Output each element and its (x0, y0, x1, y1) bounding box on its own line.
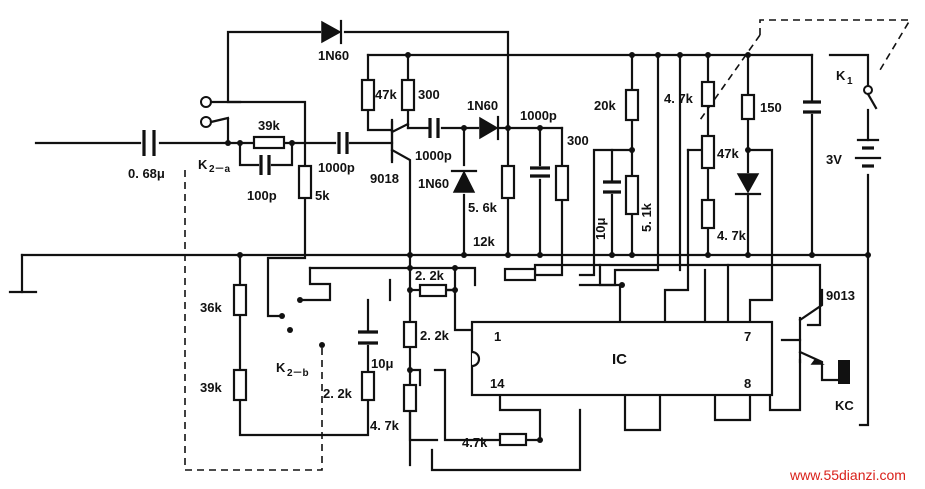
resistor-4-7k-b (700, 198, 716, 230)
cap-right (803, 100, 821, 114)
ic-pin-1: 1 (494, 329, 501, 344)
label-c-100p: 100p (247, 188, 277, 203)
ic-pin-14: 14 (490, 376, 505, 391)
resistor-36k (232, 283, 248, 317)
ic-pin-7: 7 (744, 329, 751, 344)
junctions (225, 52, 871, 443)
resistor-12k (500, 164, 516, 200)
electrolytic-10u-b (358, 330, 378, 345)
ic-name: IC (612, 351, 627, 368)
battery-3v (854, 138, 882, 168)
switch-k2b-contacts (279, 297, 325, 348)
label-r-47k-b: 47k (717, 146, 739, 161)
label-c-input: 0. 68μ (128, 166, 165, 181)
label-k1-sub: 1 (847, 76, 853, 87)
cap-1000p-b (428, 118, 440, 138)
wiring (8, 30, 870, 472)
label-r-2-2k-a: 2. 2k (415, 268, 445, 283)
transistor-9013 (798, 316, 825, 365)
resistor-39k-top (252, 135, 286, 150)
label-r-4-7k-a: 4. 7k (664, 91, 694, 106)
label-k2a: K (198, 157, 208, 172)
component-labels: 0. 68μ K 2－a 39k 100p 5k 1000p 9018 47k … (128, 48, 855, 450)
diode-led (734, 173, 762, 196)
resistor-2-2k-c (360, 370, 376, 402)
label-r-36k: 36k (200, 300, 222, 315)
resistor-5k (297, 164, 313, 200)
resistor-top-mid (503, 267, 537, 282)
diode-1n60-top (321, 19, 343, 45)
relay-kc (838, 360, 850, 384)
resistor-300-a (400, 78, 416, 112)
label-k2a-sub: 2－a (209, 164, 231, 175)
input-capacitor (142, 130, 156, 156)
resistor-20k (624, 88, 640, 122)
resistor-2-2k-a (418, 283, 448, 298)
cap-100p (259, 155, 271, 175)
ic-labels: IC 1 7 14 8 (490, 329, 751, 391)
label-relay-kc: KC (835, 398, 854, 413)
label-r-4-7k-c: 4. 7k (370, 418, 400, 433)
label-r-2-2k-b: 2. 2k (420, 328, 450, 343)
label-r-2-2k-c: 2. 2k (323, 386, 353, 401)
resistor-47k-a (360, 78, 376, 112)
switch-k2a-contacts (200, 96, 242, 128)
resistor-47k-b (700, 134, 716, 170)
label-battery-3v: 3V (826, 152, 842, 167)
label-r-39k-top: 39k (258, 118, 280, 133)
label-c-1000p-a: 1000p (318, 160, 355, 175)
label-transistor-9018: 9018 (370, 171, 399, 186)
label-r-300-a: 300 (418, 87, 440, 102)
resistor-4-7k-a (700, 80, 716, 108)
label-diode-1n60-zener: 1N60 (418, 176, 449, 191)
label-c-1000p-b: 1000p (415, 148, 452, 163)
resistor-4-7k-c (402, 383, 418, 413)
ic-package (470, 320, 774, 397)
label-r-12k: 12k (473, 234, 495, 249)
resistor-39k-left (232, 368, 248, 402)
resistor-300-b (554, 164, 570, 202)
electrolytic-10u-a (603, 180, 621, 194)
label-r-4-7k-d: 4.7k (462, 435, 488, 450)
label-r-150: 150 (760, 100, 782, 115)
resistor-4-7k-d (498, 432, 528, 447)
label-c-10u-a: 10μ (593, 218, 608, 240)
diode-1n60-mid (479, 115, 500, 141)
label-transistor-9013: 9013 (826, 288, 855, 303)
label-diode-1n60-mid: 1N60 (467, 98, 498, 113)
label-c-10u-b: 10μ (371, 356, 393, 371)
resistor-150 (740, 93, 756, 121)
label-r-5-1k: 5. 1k (639, 202, 654, 232)
label-k2b-sub: 2－b (287, 368, 309, 379)
label-c-1000p-c: 1000p (520, 108, 557, 123)
ic-pin-8: 8 (744, 376, 751, 391)
cap-1000p-c (530, 166, 550, 178)
diode-1n60-zener (450, 169, 478, 193)
label-r-20k: 20k (594, 98, 616, 113)
resistor-2-2k-b (402, 320, 418, 349)
label-diode-1n60-top: 1N60 (318, 48, 349, 63)
watermark: www.55dianzi.com (789, 467, 906, 483)
cap-1000p-a (337, 132, 349, 154)
label-k1: K (836, 68, 846, 83)
label-r-300-b: 300 (567, 133, 589, 148)
label-r-47k-a: 47k (375, 87, 397, 102)
label-r-4-7k-b: 4. 7k (717, 228, 747, 243)
switch-linkage (184, 19, 912, 471)
switch-k1 (863, 85, 878, 110)
label-k2b: K (276, 360, 286, 375)
label-r-5-6k: 5. 6k (468, 200, 498, 215)
label-r-5k: 5k (315, 188, 330, 203)
label-r-39k-left: 39k (200, 380, 222, 395)
resistor-5-1k (624, 174, 640, 216)
